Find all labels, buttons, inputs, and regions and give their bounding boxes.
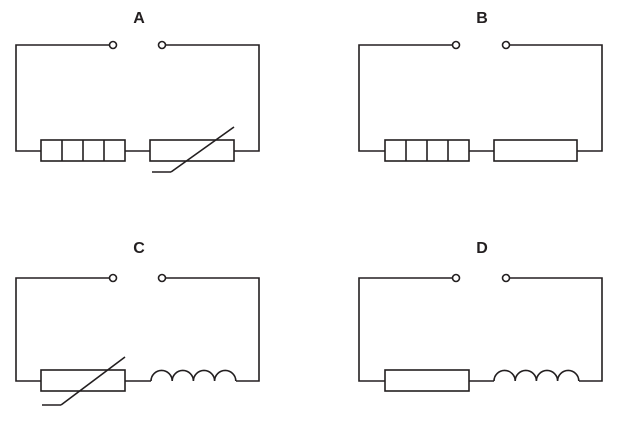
- circuit-b-terminal-right: [501, 40, 511, 50]
- circuit-a-wire-right: [165, 44, 260, 152]
- circuit-c: C: [15, 240, 260, 406]
- circuit-d-terminal-right: [501, 273, 511, 283]
- circuit-d-wire-right: [509, 277, 603, 382]
- circuit-c-wire-left: [15, 277, 111, 382]
- circuit-d-wire-left: [358, 277, 454, 382]
- circuit-c-terminal-right: [157, 273, 167, 283]
- circuit-d: D: [358, 240, 603, 392]
- circuit-a: A: [15, 10, 260, 173]
- circuit-a-label: A: [133, 10, 145, 27]
- circuit-a-variable-resistor: [149, 126, 235, 173]
- circuit-d-resistor: [384, 369, 470, 392]
- circuit-c-label: C: [133, 240, 145, 257]
- circuit-a-cell-battery: [40, 139, 126, 162]
- circuit-c-variable-resistor: [40, 356, 126, 406]
- circuit-a-terminal-left: [108, 40, 118, 50]
- circuit-b-resistor: [493, 139, 578, 162]
- circuit-b-terminal-left: [451, 40, 461, 50]
- circuit-a-terminal-right: [157, 40, 167, 50]
- circuit-b: B: [358, 10, 603, 162]
- circuit-c-wire-right: [165, 277, 260, 382]
- circuit-b-wire-left: [358, 44, 454, 152]
- circuit-b-cell-battery: [384, 139, 470, 162]
- circuit-c-inductor-coil: [150, 369, 237, 382]
- circuit-d-terminal-left: [451, 273, 461, 283]
- circuit-a-wire-left: [15, 44, 111, 152]
- circuit-b-label: B: [476, 10, 488, 27]
- circuit-c-terminal-left: [108, 273, 118, 283]
- circuit-d-label: D: [476, 240, 488, 257]
- circuit-d-inductor-coil: [493, 369, 580, 382]
- circuit-b-wire-right: [509, 44, 603, 152]
